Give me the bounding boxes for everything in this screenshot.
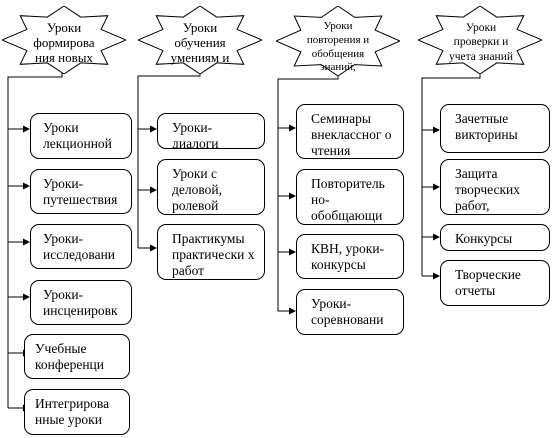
method-box: Уроки- диалоги <box>157 113 265 149</box>
method-box: Конкурсы <box>440 224 550 251</box>
header-star-3: Уроки повторения и обобщения знаний, <box>276 6 400 76</box>
method-box: Зачетные викторины <box>440 104 550 153</box>
method-box: Учебные конференци <box>24 334 130 379</box>
header-label: Уроки повторения и обобщения знаний, <box>306 20 370 74</box>
method-box: Практикумы практически х работ <box>157 224 265 280</box>
method-box: Повторитель но- обобщающи <box>296 169 404 225</box>
method-box: Уроки- соревновани <box>296 289 404 335</box>
header-label: Уроки формирова ния новых <box>33 21 95 65</box>
method-box: Интегрирова нные уроки <box>24 389 130 435</box>
header-star-1: Уроки формирова ния новых <box>2 6 126 74</box>
method-box: КВН, уроки- конкурсы <box>296 234 404 279</box>
method-box: Уроки- путешествия <box>30 169 132 214</box>
method-box: Уроки- инсценировк <box>30 280 132 325</box>
header-star-2: Уроки обучения умениям и <box>138 6 262 74</box>
method-box: Творческие отчеты <box>440 260 550 306</box>
method-box: Семинары внеклассног о чтения <box>296 104 404 159</box>
method-box: Уроки- исследовани <box>30 224 132 269</box>
header-label: Уроки проверки и учета знаний <box>448 22 514 63</box>
method-box: Уроки с деловой, ролевой <box>157 159 265 215</box>
method-box: Уроки лекционной <box>30 113 132 159</box>
header-star-4: Уроки проверки и учета знаний <box>418 6 542 74</box>
method-box: Защита творческих работ, <box>440 159 550 215</box>
header-label: Уроки обучения умениям и <box>170 21 230 65</box>
